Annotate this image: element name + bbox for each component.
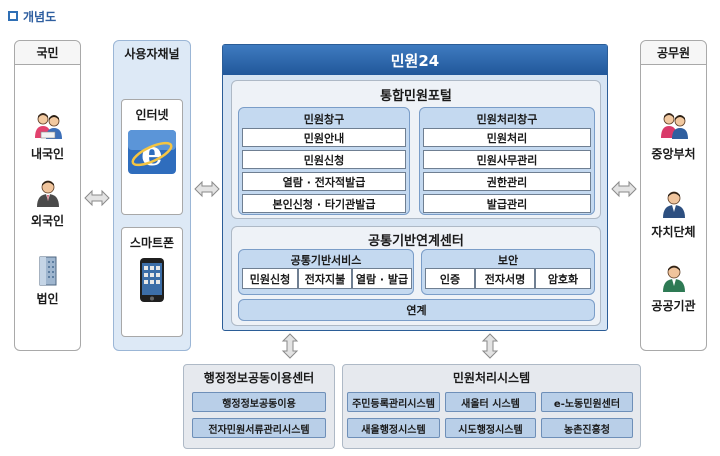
portal-item: 민원사무관리 <box>423 150 591 169</box>
channel-title: 사용자채널 <box>124 47 180 61</box>
actor-label: 외국인 <box>30 214 65 228</box>
square-bullet-icon <box>8 11 18 21</box>
common-service-title: 공통기반서비스 <box>290 254 362 267</box>
user-channel-panel: 사용자채널 인터넷 e 스마트폰 <box>113 40 191 351</box>
vertical-double-arrow-icon <box>481 333 499 363</box>
common-service-group: 공통기반서비스 민원신청 전자지불 열람 · 발급 <box>238 249 414 295</box>
officials-title: 공무원 <box>641 41 706 65</box>
actor-local-government: 자치단체 <box>641 189 706 240</box>
actor-corporation: 법인 <box>15 256 80 307</box>
admin-center-item: 전자민원서류관리시스템 <box>192 418 326 438</box>
link-bar: 연계 <box>238 299 595 321</box>
actor-public-agency: 공공기관 <box>641 263 706 314</box>
civil-processing-systems: 민원처리시스템 주민등록관리시스템 새올터 시스템 e-노동민원센터 새올행정시… <box>342 364 641 449</box>
double-arrow-icon <box>84 189 110 211</box>
citizens-panel: 국민 내국인 외국인 <box>14 40 81 351</box>
portal-item: 발급관리 <box>423 194 591 213</box>
person-icon <box>659 189 689 219</box>
actor-label: 공공기관 <box>651 299 696 313</box>
channel-smartphone: 스마트폰 <box>121 227 183 337</box>
process-system-item: 시도행정시스템 <box>445 418 536 438</box>
actor-domestic: 내국인 <box>15 111 80 162</box>
actor-label: 내국인 <box>30 147 65 161</box>
admin-info-sharing-center: 행정정보공동이용센터 행정정보공동이용 전자민원서류관리시스템 <box>183 364 335 449</box>
common-service-item: 열람 · 발급 <box>352 268 412 289</box>
security-title: 보안 <box>497 254 519 267</box>
common-service-item: 전자지불 <box>298 268 352 289</box>
security-item: 인증 <box>425 268 475 289</box>
service-window-group: 민원창구 민원안내 민원신청 열람 · 전자적발급 본인신청 · 타기관발급 <box>238 107 410 215</box>
admin-center-title: 행정정보공동이용센터 <box>203 371 315 385</box>
svg-text:e: e <box>141 134 163 174</box>
common-infra-title: 공통기반연계센터 <box>368 234 464 249</box>
integrated-portal-box: 통합민원포털 민원창구 민원안내 민원신청 열람 · 전자적발급 본인신청 · … <box>231 80 601 219</box>
portal-item: 열람 · 전자적발급 <box>242 172 406 191</box>
portal-item: 본인신청 · 타기관발급 <box>242 194 406 213</box>
process-system-item: 주민등록관리시스템 <box>347 392 440 412</box>
minwon24-panel: 민원24 통합민원포털 민원창구 민원안내 민원신청 열람 · 전자적발급 본인… <box>222 44 608 331</box>
common-infra-center-box: 공통기반연계센터 공통기반서비스 민원신청 전자지불 열람 · 발급 보안 인증… <box>231 226 601 326</box>
integrated-portal-title: 통합민원포털 <box>380 89 452 104</box>
process-system-item: 농촌진흥청 <box>541 418 633 438</box>
smartphone-icon <box>139 257 165 307</box>
channel-internet: 인터넷 e <box>121 99 183 215</box>
process-system-item: 새올터 시스템 <box>445 392 536 412</box>
actor-label: 자치단체 <box>651 225 696 239</box>
actor-label: 법인 <box>36 292 59 306</box>
page-header: 개념도 <box>8 8 56 24</box>
common-service-item: 민원신청 <box>242 268 298 289</box>
security-item: 암호화 <box>535 268 591 289</box>
people-pair-icon <box>33 111 63 141</box>
person-icon <box>33 178 63 208</box>
actor-central-ministry: 중앙부처 <box>641 111 706 162</box>
process-systems-title: 민원처리시스템 <box>452 371 531 385</box>
double-arrow-icon <box>194 180 220 202</box>
internet-explorer-icon: e <box>127 129 177 179</box>
channel-label: 스마트폰 <box>129 236 175 250</box>
vertical-double-arrow-icon <box>281 333 299 363</box>
channel-label: 인터넷 <box>135 108 169 122</box>
admin-center-item: 행정정보공동이용 <box>192 392 326 412</box>
portal-item: 권한관리 <box>423 172 591 191</box>
officials-panel: 공무원 중앙부처 자치단체 <box>640 40 707 351</box>
portal-item: 민원처리 <box>423 128 591 147</box>
processing-window-title: 민원처리창구 <box>476 113 538 126</box>
security-item: 전자서명 <box>475 268 535 289</box>
processing-window-group: 민원처리창구 민원처리 민원사무관리 권한관리 발급관리 <box>419 107 595 215</box>
service-window-title: 민원창구 <box>303 113 345 126</box>
people-pair-icon <box>659 111 689 141</box>
person-icon <box>659 263 689 293</box>
double-arrow-icon <box>611 180 637 202</box>
process-system-item: 새올행정시스템 <box>347 418 440 438</box>
actor-label: 중앙부처 <box>651 147 696 161</box>
portal-item: 민원신청 <box>242 150 406 169</box>
portal-item: 민원안내 <box>242 128 406 147</box>
process-system-item: e-노동민원센터 <box>541 392 633 412</box>
building-icon <box>33 256 63 286</box>
page-title: 개념도 <box>23 9 57 24</box>
minwon24-title: 민원24 <box>223 45 607 75</box>
citizens-title: 국민 <box>15 41 80 65</box>
actor-foreigner: 외국인 <box>15 178 80 229</box>
security-group: 보안 인증 전자서명 암호화 <box>421 249 595 295</box>
